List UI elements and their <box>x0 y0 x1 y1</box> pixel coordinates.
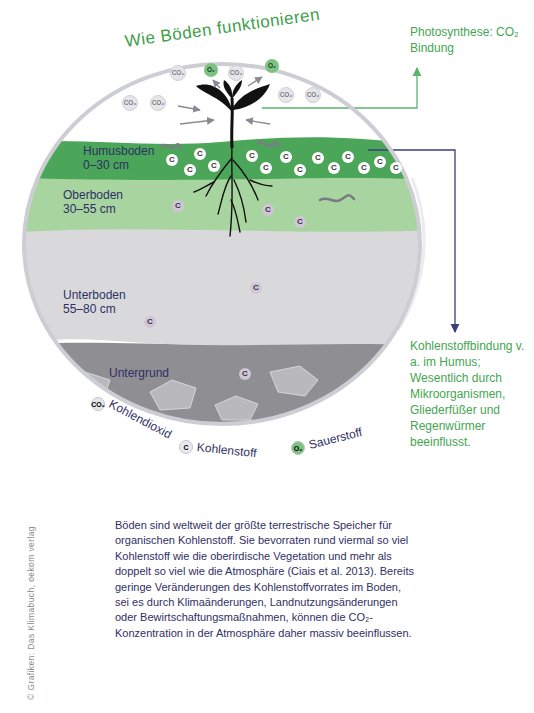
molecule-symbol: C <box>144 316 156 328</box>
molecule-symbol: C <box>250 282 262 294</box>
molecule-symbol: C <box>246 150 258 162</box>
diagram-title: Wie Böden funktionieren <box>124 5 322 52</box>
soil-layer-band: Oberboden 30–55 cm <box>60 186 142 219</box>
callout-text: Photosynthese: CO₂ Bindung <box>410 24 528 56</box>
layer-label: Oberboden 30–55 cm <box>63 188 139 216</box>
soil-layers <box>20 60 430 440</box>
molecule-symbol: C <box>208 160 220 172</box>
circle-outline <box>22 62 422 426</box>
copyright-note: © Grafiken: Das Klimabuch, oekom verlag <box>26 526 36 700</box>
molecule-symbol: C <box>294 216 306 228</box>
topsoil <box>20 172 430 232</box>
molecule-symbol: C <box>172 200 184 212</box>
roots <box>194 146 272 236</box>
molecule-symbol: C <box>262 204 274 216</box>
molecule-symbol: CO₂ <box>170 65 186 81</box>
caption-text: Böden sind weltweit der größte terrestri… <box>115 518 415 641</box>
legend-text: Sauerstoff <box>307 425 363 452</box>
molecule-symbol: C <box>166 154 178 166</box>
layer-label: Humusboden 0–30 cm <box>83 144 159 172</box>
molecule-symbol: C <box>194 148 206 160</box>
circle-outline <box>24 64 420 424</box>
molecule-symbol: CO₂ <box>228 65 244 81</box>
molecule-symbol: CO₂ <box>150 95 166 111</box>
molecule-symbol: O₂ <box>265 59 279 73</box>
soil-layer-band: Humusboden 0–30 cm <box>80 142 162 175</box>
worms <box>162 142 354 201</box>
plant <box>196 80 270 148</box>
molecule-symbol: C <box>312 152 324 164</box>
molecule-symbol: C <box>374 156 386 168</box>
molecule-symbol: C <box>358 162 370 174</box>
molecule-symbol: C <box>184 164 196 176</box>
subsoil <box>20 226 430 346</box>
legend-symbol-letter: O₂ <box>291 441 305 455</box>
legend-text: Kohlenstoff <box>196 440 257 460</box>
molecule-symbol: C <box>328 162 340 174</box>
molecule-symbol: C <box>239 368 251 380</box>
molecule-symbol: C <box>294 164 306 176</box>
soil-layer-band: Unterboden 55–80 cm <box>60 286 144 319</box>
gas-arrows <box>178 77 270 124</box>
molecule-symbol: CO₂ <box>305 87 321 103</box>
legend-symbol-letter: C <box>179 440 193 454</box>
humus <box>20 137 430 180</box>
molecule-symbol: C <box>342 151 354 163</box>
soil-circle: Wie Böden funktionierenHumusboden 0–30 c… <box>22 62 422 426</box>
molecule-symbol: CO₂ <box>278 87 294 103</box>
callout-text: Kohlenstoffbindung v. a. im Humus; Wesen… <box>410 338 530 450</box>
layer-label: Unterboden 55–80 cm <box>63 288 141 316</box>
molecule-symbol: C <box>390 162 402 174</box>
legend-symbol-letter: CO₂ <box>91 397 105 411</box>
molecule-symbol: O₂ <box>204 63 218 77</box>
soil-layer-band: Untergrund <box>106 364 175 383</box>
molecule-symbol: C <box>260 162 272 174</box>
molecule-symbol: CO₂ <box>122 95 138 111</box>
molecule-symbol: C <box>280 151 292 163</box>
layer-label: Untergrund <box>109 366 172 380</box>
carbon-leader <box>368 150 455 332</box>
